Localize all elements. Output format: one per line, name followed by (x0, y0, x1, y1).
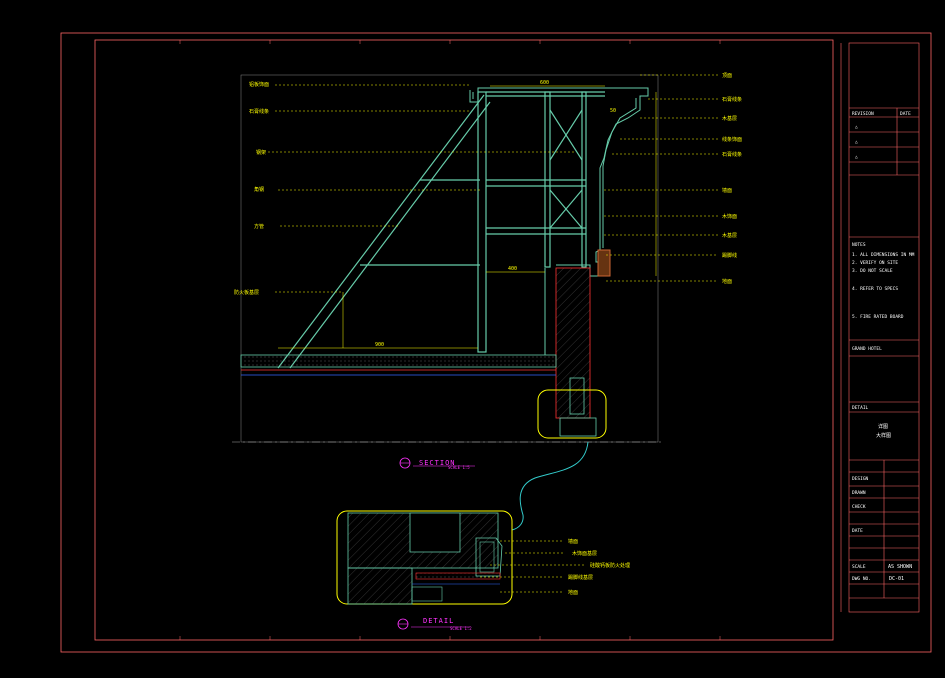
svg-text:木基层: 木基层 (722, 115, 737, 122)
sheet-title-label: DETAIL (852, 405, 869, 411)
svg-text:大样图: 大样图 (876, 432, 891, 439)
svg-text:NOTES: NOTES (852, 242, 866, 248)
svg-text:5. FIRE RATED BOARD: 5. FIRE RATED BOARD (852, 314, 904, 320)
drawing-number: DC-01 (889, 576, 904, 582)
dimension-marks (278, 85, 657, 349)
detail-view (336, 510, 513, 605)
section-frame (240, 74, 659, 443)
svg-text:石膏线条: 石膏线条 (722, 96, 742, 103)
svg-text:△: △ (855, 125, 858, 130)
svg-text:木饰面基层: 木饰面基层 (572, 550, 597, 557)
svg-text:硅酸钙板防火处理: 硅酸钙板防火处理 (590, 562, 630, 569)
wall-section (240, 267, 597, 437)
right-callouts (604, 74, 718, 282)
titleblock (840, 42, 920, 613)
svg-text:DRAWN: DRAWN (852, 490, 866, 496)
section-caption-scale: SCALE 1:5 (448, 465, 470, 470)
svg-text:钢架: 钢架 (256, 149, 266, 156)
svg-text:4. REFER TO SPECS: 4. REFER TO SPECS (852, 286, 898, 292)
scale-value: AS SHOWN (888, 564, 912, 570)
svg-text:方管: 方管 (254, 223, 264, 230)
frame-members (477, 91, 605, 353)
svg-text:石膏线条: 石膏线条 (722, 151, 742, 158)
svg-text:3. DO NOT SCALE: 3. DO NOT SCALE (852, 268, 893, 274)
svg-text:踢脚线: 踢脚线 (722, 252, 737, 259)
section-caption (399, 457, 475, 469)
section-view: 400 900 600 50 铝板饰面 石膏线条 钢架 角钢 方管 防火板基层 (232, 73, 742, 443)
cornice-profile (469, 87, 649, 277)
titleblock-text: REVISION DATE △ △ △ NOTES 1. ALL DIMENSI… (852, 111, 915, 582)
svg-text:墙面: 墙面 (568, 538, 578, 545)
detail-caption-title: DETAIL (423, 617, 454, 625)
svg-text:1. ALL DIMENSIONS IN MM: 1. ALL DIMENSIONS IN MM (852, 252, 915, 258)
detail-callouts (480, 540, 585, 593)
svg-text:900: 900 (375, 342, 384, 348)
svg-text:顶面: 顶面 (722, 73, 732, 79)
drawing-no-label: DWG NO. (852, 576, 871, 582)
svg-text:墙面: 墙面 (722, 187, 732, 194)
svg-text:详图: 详图 (878, 423, 888, 430)
revision-header: REVISION (852, 111, 874, 117)
svg-text:防火板基层: 防火板基层 (234, 289, 259, 296)
svg-text:地面: 地面 (568, 589, 578, 596)
svg-text:CHECK: CHECK (852, 504, 866, 510)
sheet-border (60, 32, 932, 653)
svg-text:踢脚线基层: 踢脚线基层 (568, 574, 593, 581)
svg-text:50: 50 (610, 108, 616, 114)
left-callout-text: 铝板饰面 石膏线条 钢架 角钢 方管 防火板基层 (234, 81, 269, 296)
svg-text:角钢: 角钢 (254, 186, 264, 193)
dimension-text: 400 900 600 50 (375, 80, 616, 348)
detail-caption-scale: SCALE 1:2 (450, 626, 472, 631)
detail-leader (511, 441, 589, 531)
section-caption-title: SECTION (419, 459, 456, 467)
right-callout-text: 顶面 石膏线条 木基层 线条饰面 石膏线条 墙面 木饰面 木基层 踢脚线 地面 (722, 73, 742, 285)
detail-bubble (537, 389, 607, 439)
svg-text:DESIGN: DESIGN (852, 476, 869, 482)
revision-date-header: DATE (900, 111, 911, 117)
diagonal-bracing (277, 94, 491, 369)
svg-text:地面: 地面 (722, 278, 732, 285)
project-name: GRAND HOTEL (852, 346, 882, 352)
svg-text:DATE: DATE (852, 528, 863, 534)
svg-text:木基层: 木基层 (722, 232, 737, 239)
svg-text:线条饰面: 线条饰面 (722, 136, 742, 143)
sheet-ticks (179, 40, 721, 640)
svg-text:铝板饰面: 铝板饰面 (249, 81, 269, 88)
detail-caption (397, 618, 470, 630)
svg-text:木饰面: 木饰面 (722, 213, 737, 220)
left-callouts (268, 84, 575, 293)
svg-text:2. VERIFY ON SITE: 2. VERIFY ON SITE (852, 260, 898, 266)
detail-callout-text: 墙面 木饰面基层 硅酸钙板防火处理 踢脚线基层 地面 (568, 538, 630, 596)
svg-text:石膏线条: 石膏线条 (249, 108, 269, 115)
svg-text:△: △ (855, 140, 858, 145)
svg-text:400: 400 (508, 266, 517, 272)
svg-text:600: 600 (540, 80, 549, 86)
svg-text:SCALE: SCALE (852, 564, 866, 570)
detail-frame (336, 510, 513, 605)
svg-text:△: △ (855, 155, 858, 160)
